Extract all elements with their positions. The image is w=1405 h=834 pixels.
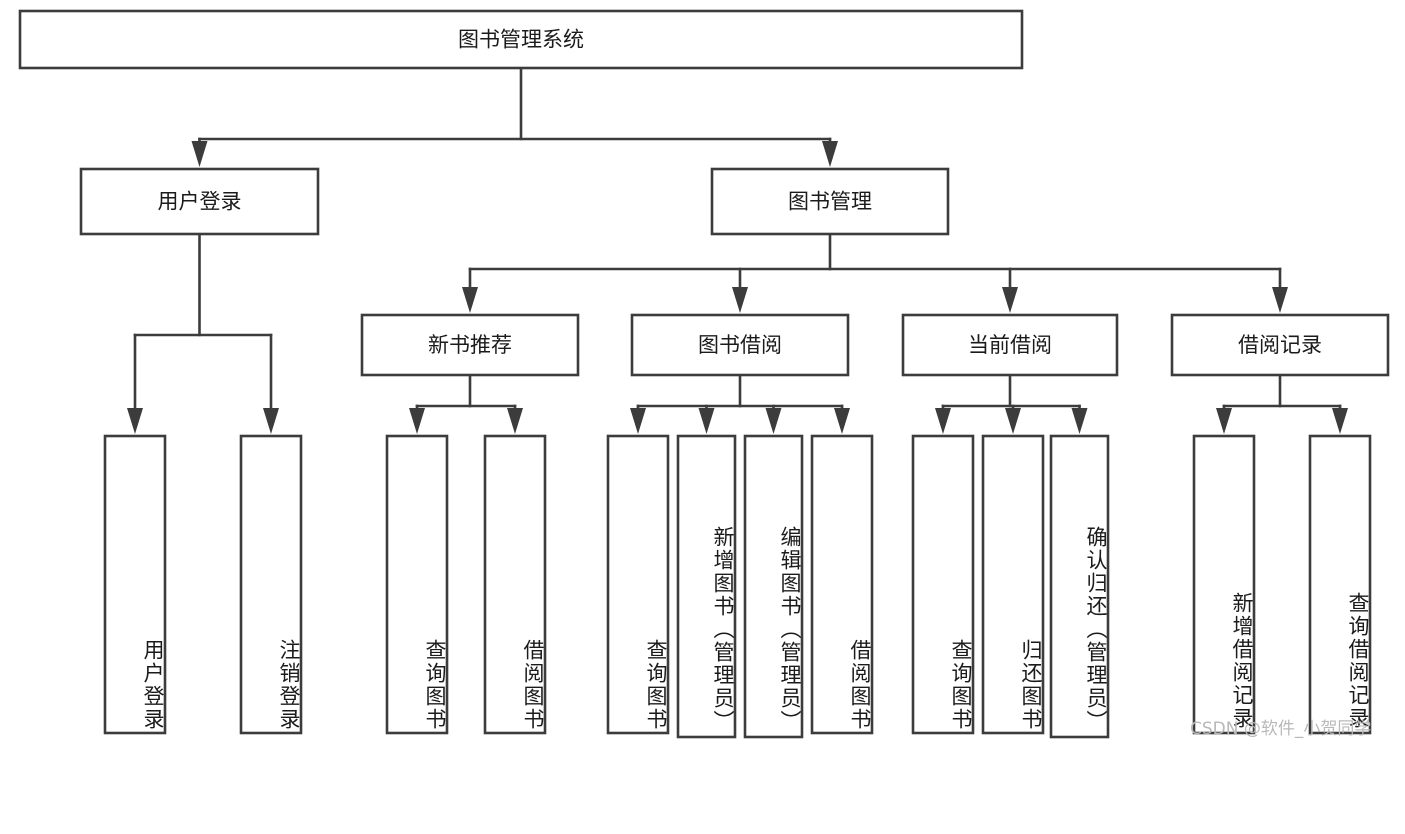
node-box-leaf-re-query[interactable]: [1308, 434, 1372, 735]
arrow-head-icon: [1216, 408, 1232, 434]
node-box-root[interactable]: [18, 9, 1024, 70]
arrow-head-icon: [698, 408, 715, 434]
arrow-head-icon: [1005, 408, 1021, 434]
node-box-leaf-user-login[interactable]: [103, 434, 167, 735]
arrow-head-icon: [1071, 408, 1088, 434]
arrow-head-icon: [127, 408, 143, 434]
node-box-leaf-user-logout[interactable]: [239, 434, 303, 735]
node-box-leaf-nb-query[interactable]: [385, 434, 449, 735]
arrow-head-icon: [1272, 287, 1288, 313]
node-box-leaf-bo-query[interactable]: [606, 434, 670, 735]
node-label-newbook: 新书推荐: [428, 333, 512, 357]
arrow-head-icon: [765, 408, 782, 434]
node-box-leaf-cu-confirm[interactable]: [1049, 434, 1110, 739]
node-label-login: 用户登录: [158, 190, 242, 214]
node-label-borrow: 图书借阅: [698, 333, 782, 357]
node-box-current[interactable]: [901, 313, 1119, 377]
node-box-borrow[interactable]: [630, 313, 850, 377]
arrow-head-icon: [935, 408, 951, 434]
arrow-head-icon: [507, 408, 523, 434]
arrow-head-icon: [630, 408, 646, 434]
arrow-head-icon: [1332, 408, 1348, 434]
watermark-text: CSDN @软件_小贺同学: [1190, 719, 1372, 739]
arrow-head-icon: [1002, 287, 1018, 313]
node-label-current: 当前借阅: [968, 333, 1052, 357]
edges-layer: [127, 66, 1348, 434]
boxes-layer: [18, 9, 1390, 739]
node-box-leaf-cu-query[interactable]: [911, 434, 975, 735]
node-box-leaf-bo-borrow[interactable]: [810, 434, 874, 735]
node-box-leaf-cu-return[interactable]: [981, 434, 1045, 735]
diagram-canvas: 图书管理系统用户登录图书管理新书推荐图书借阅当前借阅借阅记录 用户登录注销登录查…: [18, 9, 1390, 739]
node-box-newbook[interactable]: [360, 313, 580, 377]
arrow-head-icon: [263, 408, 279, 434]
arrow-head-icon: [834, 408, 850, 434]
node-box-leaf-re-add[interactable]: [1192, 434, 1256, 735]
node-label-bookmgr: 图书管理: [788, 190, 872, 214]
node-label-records: 借阅记录: [1238, 333, 1322, 357]
node-box-leaf-bo-add[interactable]: [676, 434, 737, 739]
node-box-login[interactable]: [79, 167, 320, 236]
node-label-root: 图书管理系统: [458, 28, 584, 52]
node-box-leaf-bo-edit[interactable]: [743, 434, 804, 739]
node-box-records[interactable]: [1170, 313, 1390, 377]
arrow-head-icon: [462, 287, 478, 313]
arrow-head-icon: [409, 408, 425, 434]
arrow-head-icon: [732, 287, 748, 313]
node-box-leaf-nb-borrow[interactable]: [483, 434, 547, 735]
node-box-bookmgr[interactable]: [710, 167, 950, 236]
arrow-head-icon: [191, 141, 208, 167]
arrow-head-icon: [822, 141, 838, 167]
